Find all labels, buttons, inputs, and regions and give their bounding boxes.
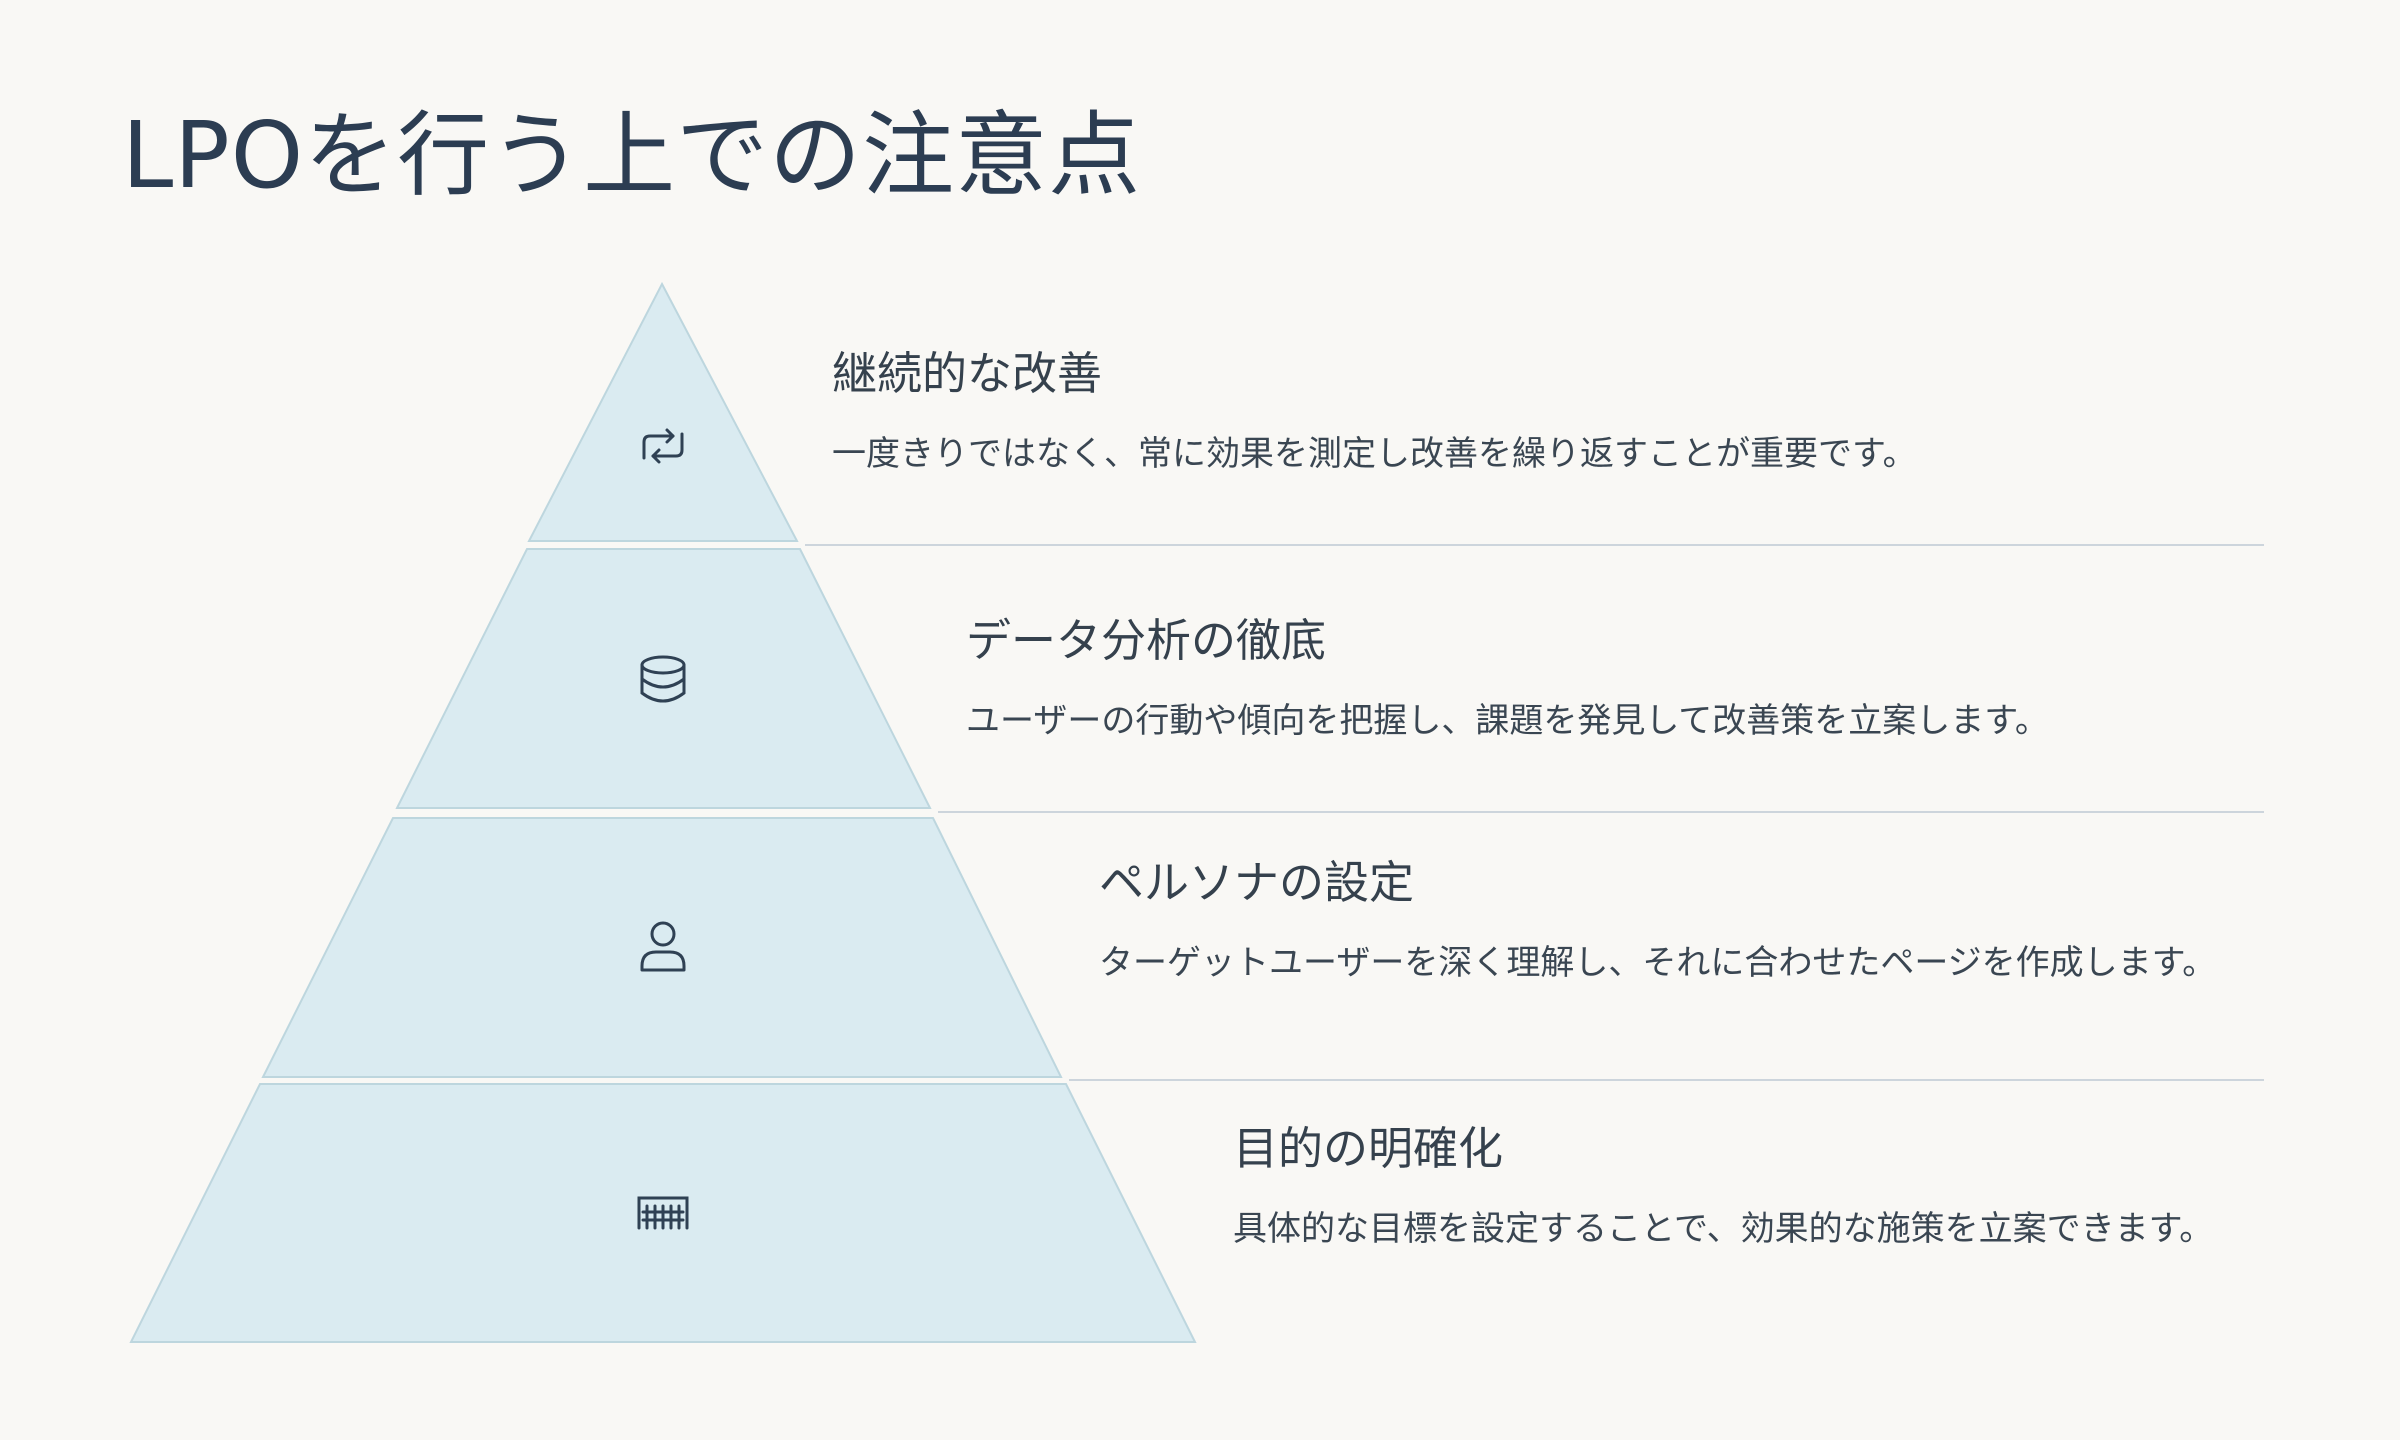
page-title: LPOを行う上での注意点 bbox=[122, 102, 1142, 209]
pyramid-tier-3 bbox=[129, 1083, 1197, 1343]
tier-text-data-analysis: データ分析の徹底 ユーザーの行動や傾向を把握し、課題を発見して改善策を立案します… bbox=[966, 611, 2266, 747]
user-icon bbox=[640, 921, 686, 972]
tier-description: 具体的な目標を設定することで、効果的な施策を立案できます。 bbox=[1233, 1209, 2214, 1249]
tier-text-goal-clarification: 目的の明確化 具体的な目標を設定することで、効果的な施策を立案できます。 bbox=[1233, 1119, 2233, 1255]
pyramid-tier-2 bbox=[261, 817, 1063, 1078]
tier-text-persona-setting: ペルソナの設定 ターゲットユーザーを深く理解し、それに合わせたページを作成します… bbox=[1099, 853, 2229, 989]
tier-description: ターゲットユーザーを深く理解し、それに合わせたページを作成します。 bbox=[1099, 943, 2217, 983]
tier-text-continuous-improvement: 継続的な改善 一度きりではなく、常に効果を測定し改善を繰り返すことが重要です。 bbox=[832, 344, 2262, 480]
grid-icon bbox=[637, 1196, 689, 1230]
database-icon bbox=[640, 655, 686, 703]
tier-description: 一度きりではなく、常に効果を測定し改善を繰り返すことが重要です。 bbox=[832, 434, 1917, 474]
pyramid-tier-0 bbox=[527, 281, 799, 542]
repeat-icon bbox=[642, 428, 684, 464]
tier-heading: データ分析の徹底 bbox=[966, 614, 1327, 667]
tier-description: ユーザーの行動や傾向を把握し、課題を発見して改善策を立案します。 bbox=[966, 701, 2049, 741]
tier-heading: ペルソナの設定 bbox=[1099, 856, 1415, 909]
tier-heading: 継続的な改善 bbox=[832, 347, 1103, 400]
tier-heading: 目的の明確化 bbox=[1233, 1122, 1504, 1175]
pyramid-tier-1 bbox=[395, 548, 932, 809]
